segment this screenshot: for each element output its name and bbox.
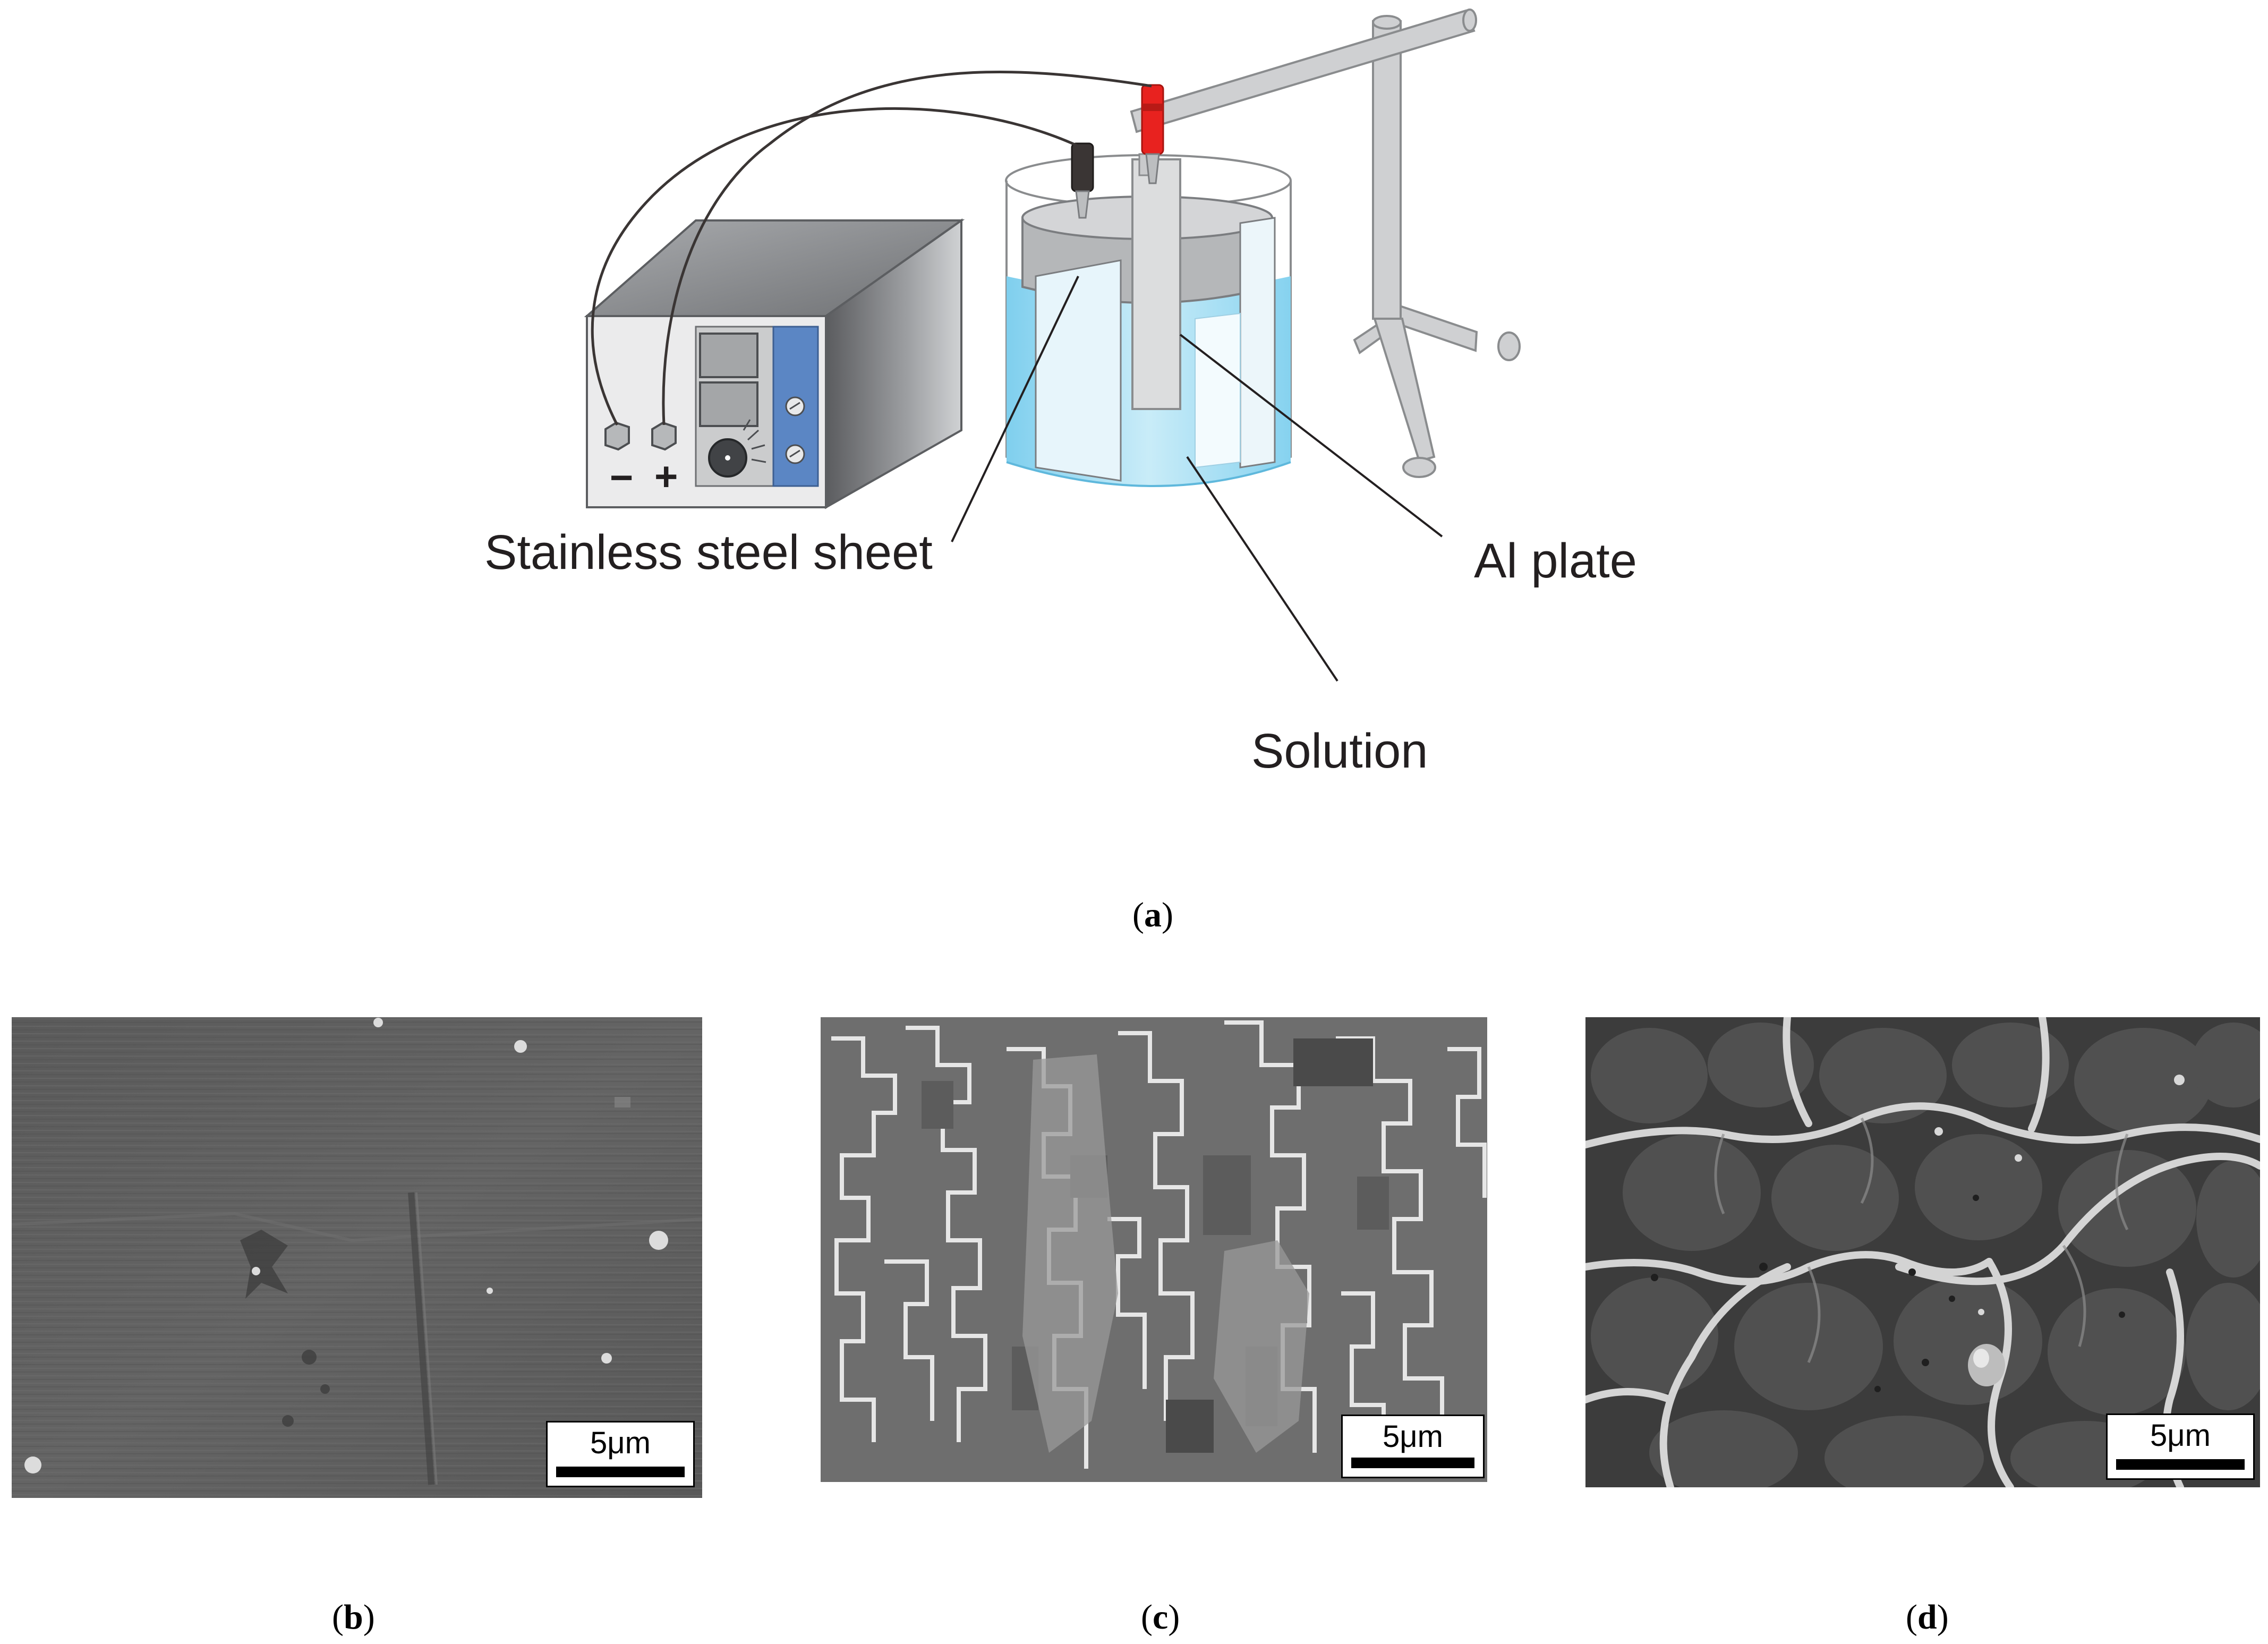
plus-terminal-label: +: [654, 454, 678, 499]
scale-bar-c-text: 5μm: [1383, 1419, 1443, 1454]
panel-a-label: (a): [1132, 896, 1173, 934]
scale-bar-d-text: 5μm: [2150, 1418, 2211, 1453]
sem-surface-smooth: [12, 1017, 702, 1498]
sem-image-d: 5μm: [1585, 1017, 2260, 1487]
scale-bar-d-bar: [2116, 1459, 2245, 1470]
anode-clip: [1141, 84, 1164, 184]
leader-lines: [951, 276, 1443, 682]
scale-bar-b: 5μm: [546, 1421, 695, 1487]
wires: [591, 71, 1152, 426]
panel-d-label: (d): [1906, 1598, 1949, 1637]
scale-bar-c: 5μm: [1341, 1415, 1485, 1478]
al-plate: [1131, 153, 1181, 410]
al-plate-label: Al plate: [1474, 534, 1637, 588]
panel-c-label: (c): [1141, 1598, 1180, 1637]
scale-bar-d: 5μm: [2106, 1413, 2255, 1480]
sem-surface-blocky: [821, 1017, 1487, 1482]
stainless-steel-label: Stainless steel sheet: [484, 525, 933, 580]
sem-surface-cellular: [1585, 1017, 2260, 1487]
scale-bar-c-bar: [1351, 1458, 1474, 1468]
minus-terminal-label: −: [610, 455, 634, 500]
scale-bar-b-bar: [556, 1467, 685, 1477]
retort-stand: [1130, 8, 1521, 478]
sem-image-b: 5μm: [12, 1017, 702, 1498]
power-supply: [584, 218, 965, 509]
panel-b-label: (b): [332, 1598, 375, 1637]
sem-image-c: 5μm: [821, 1017, 1487, 1482]
scale-bar-b-text: 5μm: [590, 1426, 651, 1460]
solution-label: Solution: [1251, 724, 1428, 778]
cathode-clip: [1071, 142, 1094, 219]
